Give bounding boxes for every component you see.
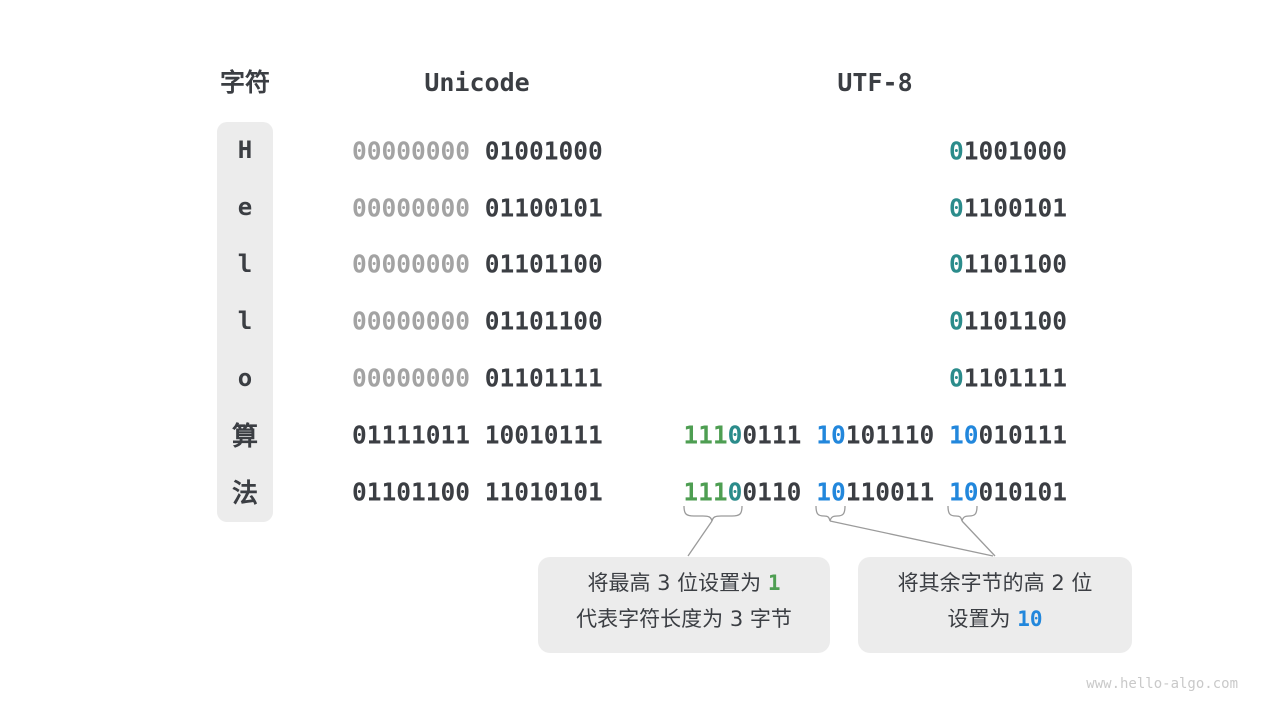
binary-segment: 10 bbox=[816, 420, 846, 450]
binary-segment: 将其余字节的高 2 位 bbox=[897, 571, 1093, 595]
connector-line-continuation-byte-2 bbox=[829, 520, 994, 557]
connector-line-continuation-byte-3 bbox=[961, 520, 996, 557]
callout-leading-bits: 将最高 3 位设置为 1 代表字符长度为 3 字节 bbox=[538, 557, 830, 653]
binary-segment: 111 bbox=[683, 420, 728, 450]
binary-segment: 00000000 bbox=[352, 306, 471, 336]
utf8-value: 01100101 bbox=[949, 193, 1067, 222]
utf8-value: 01101111 bbox=[949, 364, 1067, 393]
binary-segment: 1 bbox=[767, 571, 781, 595]
binary-segment: 0 bbox=[948, 363, 964, 393]
binary-segment: 01111011 10010111 bbox=[352, 420, 603, 450]
utf8-value: 11100110 10110011 10010101 bbox=[683, 477, 1067, 506]
utf8-value: 11100111 10101110 10010111 bbox=[683, 420, 1067, 449]
binary-segment: 00000000 bbox=[352, 249, 471, 279]
binary-segment: 代表字符长度为 3 字节 bbox=[576, 607, 792, 631]
utf8-value: 01101100 bbox=[949, 250, 1067, 279]
unicode-value: 00000000 01100101 bbox=[352, 193, 603, 222]
binary-segment: 00000000 bbox=[352, 363, 471, 393]
binary-segment: 10 bbox=[948, 477, 979, 507]
column-header-utf8: UTF-8 bbox=[837, 68, 913, 97]
binary-segment: 10 bbox=[948, 420, 979, 450]
binary-segment: 01101111 bbox=[470, 363, 603, 393]
binary-segment: 0 bbox=[948, 249, 964, 279]
binary-segment: 0 bbox=[727, 477, 743, 507]
binary-segment: 1100101 bbox=[963, 193, 1067, 223]
connector-line-leading-byte bbox=[687, 520, 713, 557]
character-cell: o bbox=[237, 363, 253, 392]
binary-segment: 00000000 bbox=[352, 136, 471, 166]
binary-segment: 101110 bbox=[845, 420, 949, 450]
unicode-value: 01111011 10010111 bbox=[352, 420, 603, 449]
binary-segment: 111 bbox=[683, 477, 728, 507]
character-cell: e bbox=[237, 193, 253, 222]
binary-segment: 10 bbox=[1017, 607, 1043, 631]
binary-segment: 01100101 bbox=[470, 193, 603, 223]
callout-line: 设置为 10 bbox=[858, 601, 1132, 637]
binary-segment: 1101111 bbox=[963, 363, 1067, 393]
unicode-value: 00000000 01101111 bbox=[352, 364, 603, 393]
unicode-value: 00000000 01001000 bbox=[352, 136, 603, 165]
utf8-value: 01001000 bbox=[949, 136, 1067, 165]
binary-segment: 0 bbox=[948, 136, 964, 166]
callout-continuation-bits: 将其余字节的高 2 位设置为 10 bbox=[858, 557, 1132, 653]
binary-segment: 00000000 bbox=[352, 193, 471, 223]
binary-segment: 010101 bbox=[978, 477, 1067, 507]
character-cell: 算 bbox=[231, 421, 258, 452]
unicode-value: 00000000 01101100 bbox=[352, 307, 603, 336]
binary-segment: 0 bbox=[948, 306, 964, 336]
binary-segment: 01101100 11010101 bbox=[352, 477, 603, 507]
utf8-value: 01101100 bbox=[949, 307, 1067, 336]
binary-segment: 1101100 bbox=[963, 249, 1067, 279]
binary-segment: 01101100 bbox=[470, 249, 603, 279]
binary-segment: 将最高 3 位设置为 bbox=[587, 571, 768, 595]
watermark: www.hello-algo.com bbox=[1086, 676, 1238, 692]
binary-segment: 10 bbox=[816, 477, 846, 507]
character-cell: l bbox=[237, 249, 253, 278]
binary-segment: 0 bbox=[727, 420, 743, 450]
column-header-character: 字符 bbox=[219, 68, 270, 97]
binary-segment: 1001000 bbox=[963, 136, 1067, 166]
character-cell: H bbox=[237, 136, 253, 165]
unicode-value: 00000000 01101100 bbox=[352, 250, 603, 279]
callout-line: 将其余字节的高 2 位 bbox=[858, 565, 1132, 601]
character-cell: 法 bbox=[231, 478, 258, 509]
binary-segment: 01101100 bbox=[470, 306, 603, 336]
binary-segment: 0110 bbox=[742, 477, 817, 507]
binary-segment: 0111 bbox=[742, 420, 817, 450]
binary-segment: 010111 bbox=[978, 420, 1067, 450]
binary-segment: 1101100 bbox=[963, 306, 1067, 336]
binary-segment: 110011 bbox=[845, 477, 949, 507]
binary-segment: 0 bbox=[948, 193, 964, 223]
character-cell: l bbox=[237, 306, 253, 335]
binary-segment: 设置为 bbox=[947, 607, 1018, 631]
callout-line: 将最高 3 位设置为 1 bbox=[538, 565, 830, 601]
binary-segment: 01001000 bbox=[470, 136, 603, 166]
column-header-unicode: Unicode bbox=[424, 68, 530, 97]
unicode-value: 01101100 11010101 bbox=[352, 477, 603, 506]
callout-line: 代表字符长度为 3 字节 bbox=[538, 601, 830, 637]
